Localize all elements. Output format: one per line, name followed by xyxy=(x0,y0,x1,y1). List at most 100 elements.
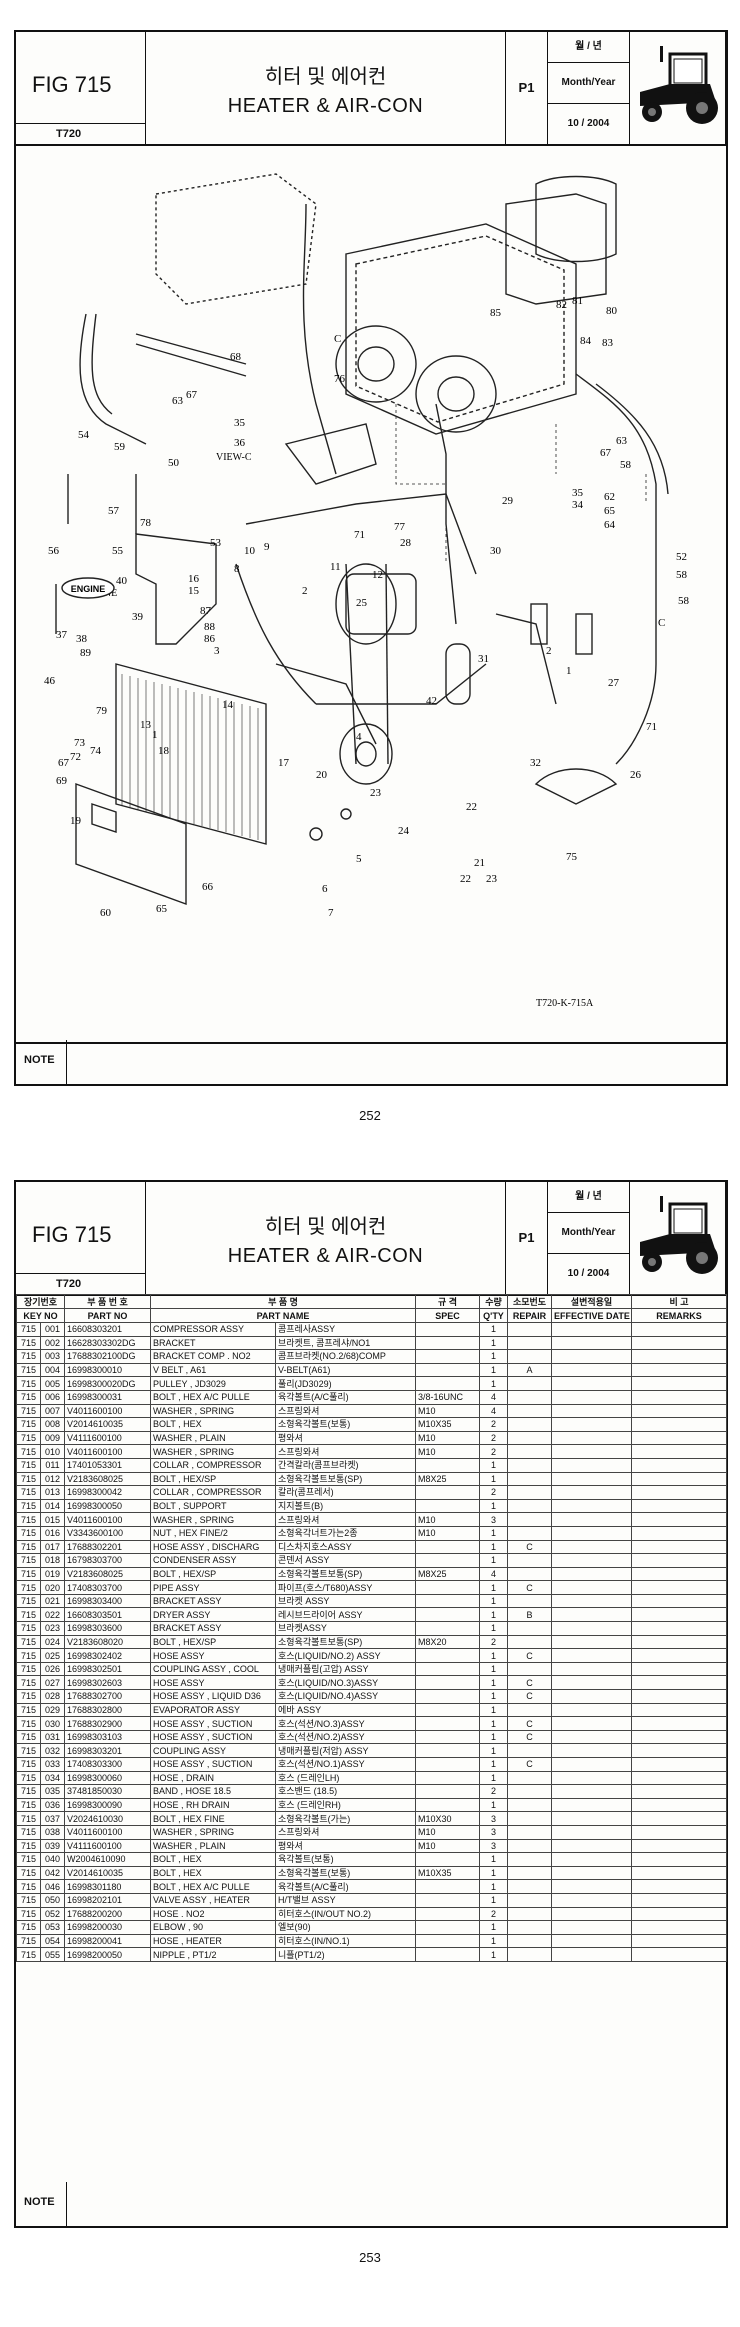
table-cell: C xyxy=(507,1539,552,1555)
table-cell: BOLT , HEX/SP xyxy=(150,1634,276,1650)
table-cell xyxy=(415,1675,480,1691)
table-cell xyxy=(415,1757,480,1772)
table-cell xyxy=(551,1512,632,1527)
table-cell: 16998303103 xyxy=(64,1729,151,1745)
table-cell: M10X35 xyxy=(415,1417,480,1432)
table-cell: V2014610035 xyxy=(64,1417,151,1432)
table-cell: 001 xyxy=(40,1322,65,1337)
table-cell: M10 xyxy=(415,1824,480,1840)
callout-number: 20 xyxy=(316,769,328,781)
callout-number: 80 xyxy=(606,305,618,317)
col-effective-ko: 설변적용일 xyxy=(551,1294,632,1309)
table-cell xyxy=(507,1824,552,1840)
callout-number: 65 xyxy=(604,505,616,517)
table-cell: 스프링와셔 xyxy=(275,1444,416,1459)
table-cell xyxy=(415,1743,480,1758)
table-cell: 1 xyxy=(479,1457,508,1473)
callout-number: 50 xyxy=(168,457,180,469)
callout-number: 35 xyxy=(234,417,246,429)
table-cell: 16998200041 xyxy=(64,1933,151,1949)
table-cell: 16998302603 xyxy=(64,1675,151,1691)
table-cell xyxy=(551,1743,632,1758)
page-number-2: 253 xyxy=(359,2250,381,2265)
table-cell: 1 xyxy=(479,1757,508,1772)
table-cell xyxy=(507,1634,552,1650)
date-value-2: 10 / 2004 xyxy=(567,1268,610,1279)
col-qty: Q'TY xyxy=(479,1308,508,1323)
table-cell: 715 xyxy=(16,1485,41,1500)
table-cell xyxy=(507,1852,552,1867)
table-cell xyxy=(631,1362,727,1378)
table-cell: ELBOW , 90 xyxy=(150,1920,276,1935)
table-cell xyxy=(551,1947,632,1962)
callout-number: 21 xyxy=(474,857,485,869)
date-box-2: 월 / 년 Month/Year 10 / 2004 xyxy=(548,1182,630,1294)
page-code-2: P1 xyxy=(506,1182,548,1294)
table-cell xyxy=(631,1852,727,1867)
table-cell: 1 xyxy=(479,1539,508,1555)
tractor-logo xyxy=(630,32,726,144)
table-cell: 소형육각볼트(보통) xyxy=(275,1417,416,1432)
callout-number: 66 xyxy=(202,881,214,893)
table-cell: 1 xyxy=(479,1553,508,1568)
table-cell: 1 xyxy=(479,1349,508,1364)
table-cell: B xyxy=(507,1607,552,1623)
model-code: T720 xyxy=(56,128,82,140)
table-cell: BRACKET ASSY xyxy=(150,1621,276,1636)
table-cell: 17688200200 xyxy=(64,1906,151,1922)
table-cell: 715 xyxy=(16,1593,41,1609)
table-cell: V3343600100 xyxy=(64,1525,151,1541)
table-cell: 16998200050 xyxy=(64,1947,151,1962)
callout-number: 32 xyxy=(530,757,541,769)
table-cell xyxy=(415,1498,480,1514)
table-cell: 호스 (드레인LH) xyxy=(275,1770,416,1786)
table-cell: 2 xyxy=(479,1417,508,1432)
fig-number: FIG 715 xyxy=(32,72,112,97)
table-cell xyxy=(507,1566,552,1582)
page-header: FIG 715 T720 히터 및 에어컨 HEATER & AIR-CON P… xyxy=(16,32,726,146)
callout-number: 63 xyxy=(172,395,184,407)
table-cell xyxy=(415,1539,480,1555)
date-label-ko: 월 / 년 xyxy=(548,32,629,63)
table-cell xyxy=(551,1770,632,1786)
callout-number: 88 xyxy=(204,621,216,633)
table-cell xyxy=(415,1580,480,1595)
table-cell: 1 xyxy=(479,1702,508,1718)
table-cell: 호스(석션/NO.1)ASSY xyxy=(275,1757,416,1772)
table-cell: 008 xyxy=(40,1417,65,1432)
callout-number: 73 xyxy=(74,737,86,749)
table-cell: 1 xyxy=(479,1648,508,1663)
table-cell: 715 xyxy=(16,1580,41,1595)
table-cell xyxy=(631,1906,727,1922)
table-cell: 039 xyxy=(40,1838,65,1854)
table-cell: HOSE . NO2 xyxy=(150,1906,276,1922)
table-cell xyxy=(631,1770,727,1786)
fig-box-2: FIG 715 T720 xyxy=(16,1182,146,1294)
table-cell: 715 xyxy=(16,1335,41,1351)
table-cell xyxy=(631,1689,727,1704)
table-cell xyxy=(551,1648,632,1663)
table-cell xyxy=(551,1702,632,1718)
table-cell: 3 xyxy=(479,1512,508,1527)
callout-number: 53 xyxy=(210,537,222,549)
table-cell: 1 xyxy=(479,1362,508,1378)
table-cell: 026 xyxy=(40,1661,65,1677)
table-cell: 호스(LIQUID/NO.4)ASSY xyxy=(275,1689,416,1704)
table-cell: 에바 ASSY xyxy=(275,1702,416,1718)
table-cell xyxy=(551,1879,632,1894)
table-cell xyxy=(551,1444,632,1459)
table-cell xyxy=(415,1661,480,1677)
table-cell: 715 xyxy=(16,1716,41,1731)
callout-number: 2 xyxy=(302,585,308,597)
fig-box: FIG 715 T720 xyxy=(16,32,146,144)
table-cell xyxy=(507,1661,552,1677)
table-cell: HOSE ASSY , SUCTION xyxy=(150,1729,276,1745)
tractor-logo-2 xyxy=(630,1182,726,1294)
